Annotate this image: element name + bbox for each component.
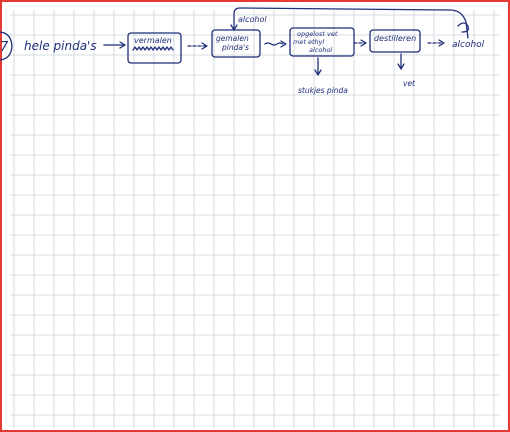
step-label-dissolved-fat: opgelost vet met ethyl alcohol: [293, 30, 339, 54]
step-label-ground-peanuts: gemalen pinda's: [216, 34, 251, 52]
input-label: hele pinda's: [24, 39, 97, 53]
step-box-dissolved-fat: opgelost vet met ethyl alcohol: [289, 27, 355, 57]
arrow-grinding-to-ground: [187, 42, 208, 50]
step-box-ground-peanuts: gemalen pinda's: [211, 29, 261, 58]
step-label-distillation: destilleren: [374, 34, 416, 43]
recycle-arrow: alcohol: [230, 7, 470, 39]
arrow-to-residue: [314, 57, 322, 76]
step-box-distillation: destilleren: [369, 29, 421, 53]
step-label-grinding: vermalen: [134, 36, 172, 45]
output-label: alcohol: [452, 40, 485, 50]
grid-lines: [10, 10, 500, 428]
arrow-to-fat: [397, 53, 405, 70]
recycle-loop-icon: [457, 22, 470, 33]
step-number-marker: 7: [0, 31, 13, 61]
arrow-ground-to-dissolved: [264, 40, 287, 48]
grinding-squiggle-icon: [132, 46, 174, 51]
step-box-grinding: vermalen: [127, 32, 182, 64]
step-number: 7: [0, 40, 9, 55]
arrow-distill-to-output: [427, 39, 445, 47]
fat-label: vet: [403, 79, 416, 88]
arrow-input-to-grinding: [103, 41, 126, 49]
recycle-label: alcohol: [238, 15, 267, 24]
arrow-dissolved-to-distill: [353, 39, 367, 47]
residue-label: stukjes pinda: [298, 86, 348, 95]
